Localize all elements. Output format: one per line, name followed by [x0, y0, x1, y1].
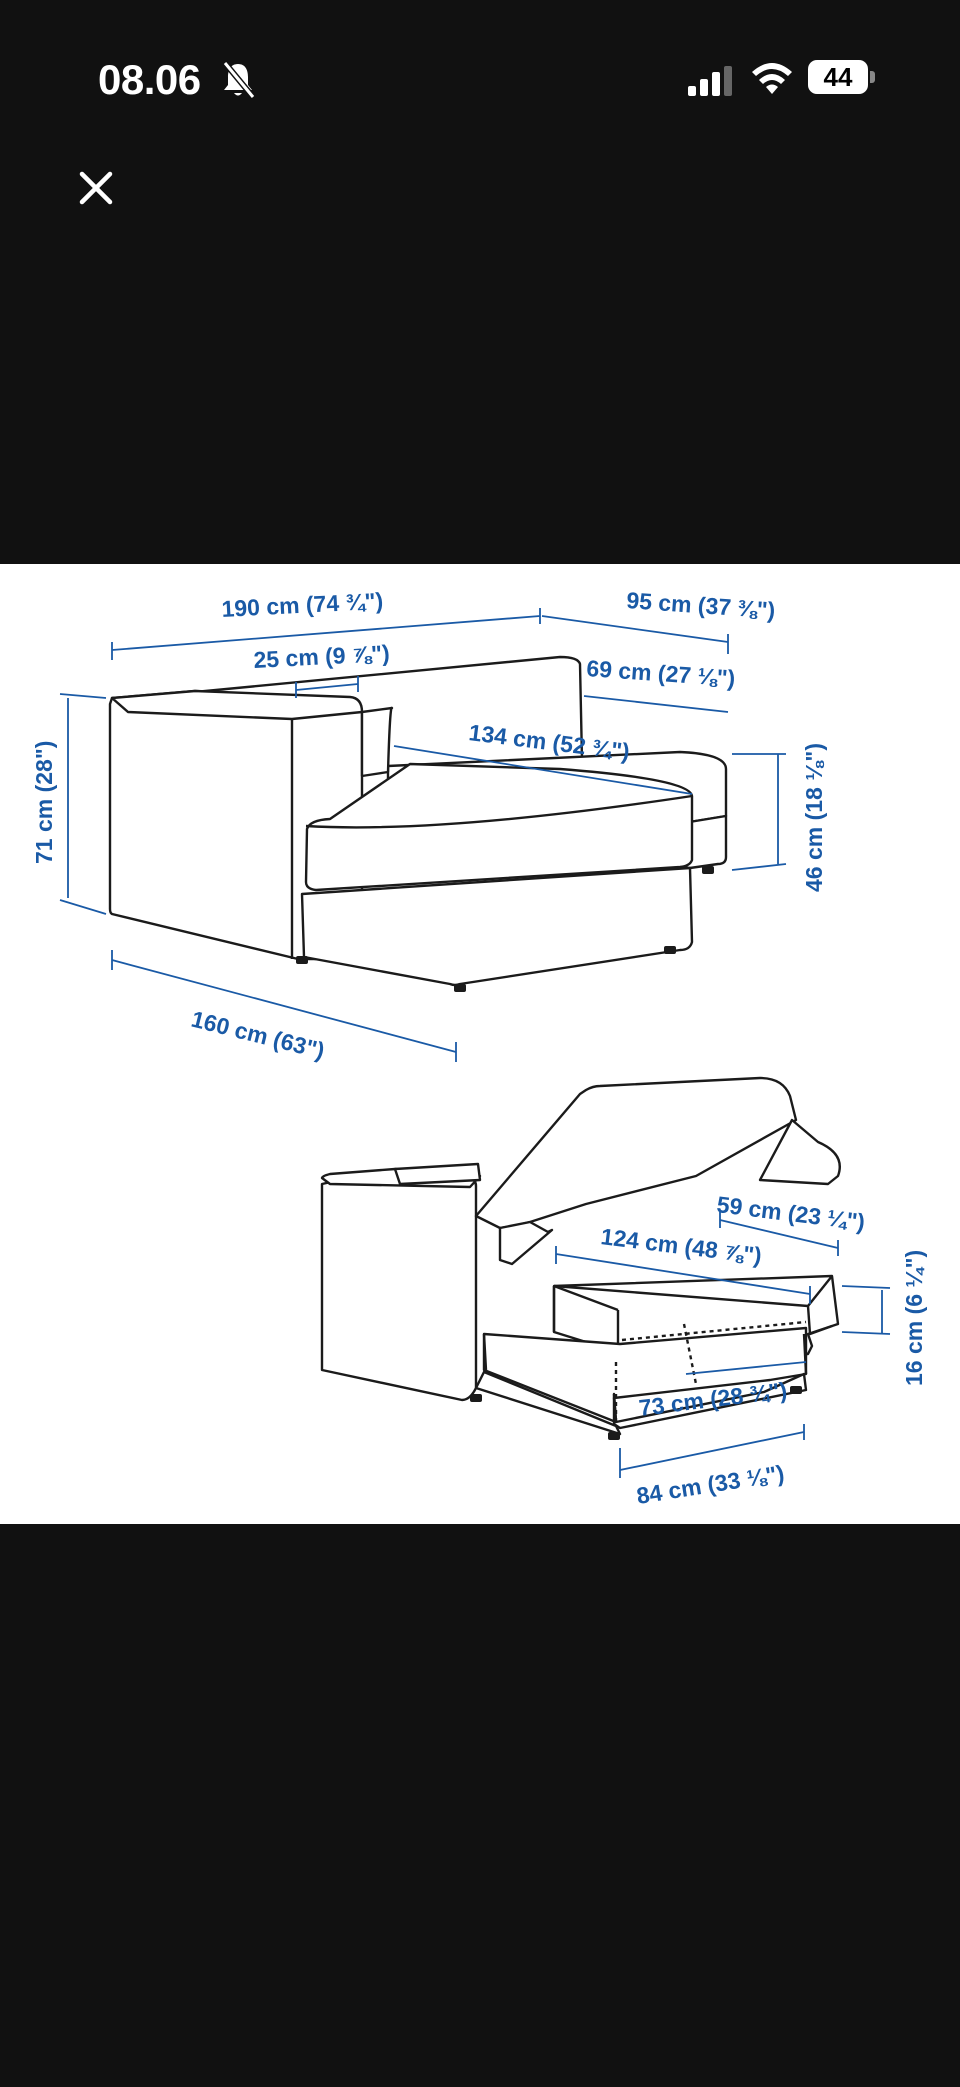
dimension-lines-storage — [555, 1212, 891, 1478]
product-dimension-image: 190 cm (74 ¾") 95 cm (37 ⅜") 25 cm (9 ⅞"… — [0, 564, 960, 1524]
battery-icon: 44 — [808, 60, 876, 96]
close-icon[interactable] — [68, 160, 124, 216]
dim-length: 160 cm (63") — [189, 1006, 327, 1064]
dim-seat-height: 46 cm (18 ⅛") — [801, 743, 827, 892]
wifi-icon — [752, 63, 792, 94]
dim-outer-width: 84 cm (33 ⅛") — [635, 1460, 786, 1509]
sofa-storage-illustration — [320, 1076, 841, 1440]
sofa-top-illustration — [108, 655, 728, 992]
dim-storage-length: 124 cm (48 ⅞") — [599, 1223, 763, 1269]
status-time: 08.06 — [98, 56, 201, 103]
dim-storage-depth: 59 cm (23 ¼") — [715, 1191, 866, 1235]
dimension-diagram: 190 cm (74 ¾") 95 cm (37 ⅜") 25 cm (9 ⅞"… — [31, 587, 927, 1509]
status-bar: 08.06 44 — [0, 0, 960, 150]
cellular-signal-icon — [688, 66, 732, 96]
bell-muted-icon — [222, 61, 256, 99]
dim-height: 71 cm (28") — [31, 741, 57, 864]
battery-level: 44 — [808, 60, 868, 94]
dim-storage-height: 16 cm (6 ¼") — [901, 1250, 927, 1386]
dim-seat-depth: 69 cm (27 ⅛") — [586, 655, 736, 691]
dim-depth-total: 95 cm (37 ⅜") — [626, 587, 776, 623]
dim-armrest-width: 25 cm (9 ⅞") — [253, 640, 390, 673]
dim-width-total: 190 cm (74 ¾") — [221, 588, 384, 622]
battery-cap — [870, 71, 875, 83]
dimension-lines-top — [59, 608, 787, 1062]
